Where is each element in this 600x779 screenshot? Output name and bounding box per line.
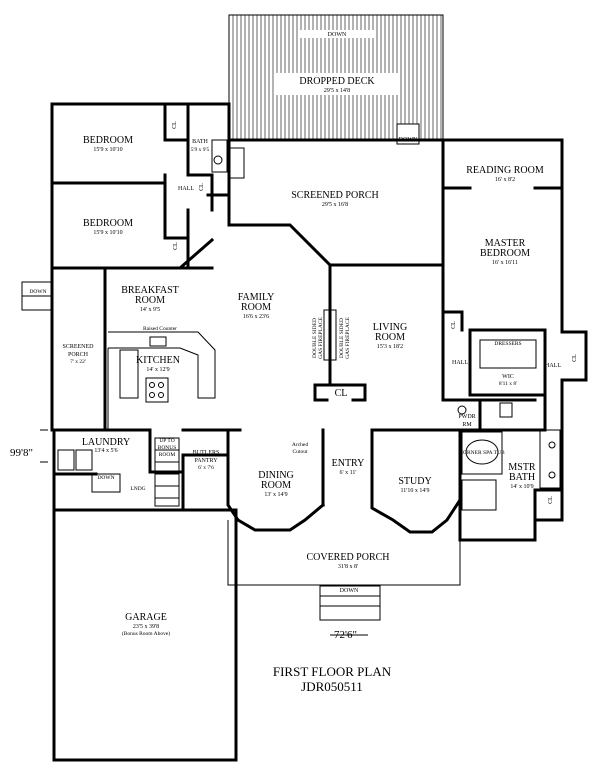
breakfast-room-dims: 14' x 9'5: [140, 307, 160, 313]
porch-down-label: DOWN: [340, 588, 359, 594]
laundry-down-label: DOWN: [97, 475, 114, 481]
raised-counter-label: Raised Counter: [143, 326, 177, 332]
arched-cutout1: Arched: [292, 442, 308, 448]
covered-porch-name: COVERED PORCH: [306, 552, 389, 563]
dropped-deck-dims: 29'5 x 14'8: [324, 88, 350, 94]
butlers-pantry-dims: 6' x 7'6: [198, 465, 214, 471]
up-to-bonus1: UP TO: [159, 438, 174, 444]
fireplace-label-1a: DOUBLE SIDED: [312, 318, 318, 358]
closet-label-5: CL: [451, 321, 457, 329]
closet-label-3: CL: [173, 242, 179, 250]
fireplace-labels: DOUBLE SIDED GAS FIREPLACE DOUBLE SIDED …: [312, 317, 351, 359]
butlers-pantry-name1: BUTLERS: [193, 450, 220, 456]
butlers-pantry-name2: PANTRY: [194, 458, 218, 464]
screened-porch-dims: 29'5 x 16'8: [322, 202, 348, 208]
dining-room-name2: ROOM: [261, 480, 291, 491]
mstr-bath-name1: MSTR: [508, 462, 536, 473]
kitchen-dims: 14' x 12'9: [146, 367, 169, 373]
family-room-name2: ROOM: [241, 302, 271, 313]
plan-annotations: 99'8" 72'6" FIRST FLOOR PLAN JDR050511: [10, 447, 392, 694]
fireplace-label-2b: GAS FIREPLACE: [345, 317, 351, 359]
pwdr-name2: RM: [462, 422, 472, 428]
wic-name: WIC: [502, 374, 514, 380]
master-bedroom-name1: MASTER: [485, 238, 526, 249]
mstr-bath-name2: BATH: [509, 472, 535, 483]
laundry-name: LAUNDRY: [82, 437, 130, 448]
dropped-deck-name: DROPPED DECK: [299, 76, 375, 87]
lndg-label: LNDG: [130, 486, 145, 492]
covered-porch-dims: 31'8 x 8': [338, 564, 358, 570]
bedroom2-dims: 15'9 x 10'10: [93, 230, 122, 236]
depth-label: 99'8": [10, 447, 33, 459]
side-porch-name2: PORCH: [68, 352, 89, 358]
master-bedroom-dims: 16' x 16'11: [492, 260, 518, 266]
side-porch-dims: 7' x 22': [70, 359, 86, 365]
family-room-name1: FAMILY: [238, 292, 275, 303]
dressers-label: DRESSERS: [494, 341, 521, 347]
living-room-dims: 15'3 x 18'2: [377, 344, 403, 350]
closet-label-7: CL: [548, 496, 554, 504]
reading-room-name: READING ROOM: [466, 165, 544, 176]
bedroom1-dims: 15'9 x 10'10: [93, 147, 122, 153]
entry-dims: 6' x 11': [340, 470, 357, 476]
deck-down-label: DOWN: [328, 32, 347, 38]
arched-cutout2: Cutout: [293, 449, 308, 455]
garage-note: (Bonus Room Above): [122, 630, 170, 637]
hall3-name: HALL: [545, 363, 561, 369]
dining-room-name1: DINING: [258, 470, 294, 481]
fixtures: [21, 139, 561, 760]
side-down-label: DOWN: [29, 289, 46, 295]
closet-label-4: CL: [335, 388, 348, 399]
screened-porch-name: SCREENED PORCH: [291, 190, 379, 201]
bedroom1-name: BEDROOM: [83, 135, 133, 146]
reading-room-dims: 16' x 8'2: [495, 177, 515, 183]
fireplace-label-2a: DOUBLE SIDED: [339, 318, 345, 358]
pwdr-name1: PWDR: [458, 414, 475, 420]
study-dims: 11'10 x 14'9: [401, 488, 430, 494]
up-to-bonus3: ROOM: [159, 452, 176, 458]
bath-dims: 5'9 x 9'5: [191, 147, 210, 153]
breakfast-room-name2: ROOM: [135, 295, 165, 306]
breakfast-room-name1: BREAKFAST: [121, 285, 179, 296]
closet-label-6: CL: [572, 354, 578, 362]
living-room-name1: LIVING: [373, 322, 407, 333]
living-room-name2: ROOM: [375, 332, 405, 343]
corner-spa-tub-label: CORNER SPA TUB: [459, 450, 505, 456]
fireplace-label-1b: GAS FIREPLACE: [318, 317, 324, 359]
closet-label-1: CL: [172, 121, 178, 129]
wic-dims: 8'11 x 8': [499, 381, 517, 387]
closet-labels: CL CL CL CL CL CL CL: [172, 121, 578, 504]
interior-walls: [103, 102, 564, 522]
study-name: STUDY: [398, 476, 431, 487]
exterior-walls: [50, 102, 588, 762]
bath-name: BATH: [192, 139, 208, 145]
family-room-dims: 16'6 x 23'6: [243, 314, 269, 320]
entry-name: ENTRY: [332, 458, 365, 469]
dropped-deck: DOWN DROPPED DECK 29'5 x 14'8 DOWN: [228, 14, 444, 145]
room-labels: BEDROOM 15'9 x 10'10 BEDROOM 15'9 x 10'1…: [29, 135, 561, 637]
plan-code: JDR050511: [301, 679, 363, 694]
garage-dims: 23'5 x 39'8: [133, 624, 159, 630]
master-bedroom-name2: BEDROOM: [480, 248, 530, 259]
hall2-name: HALL: [452, 360, 468, 366]
hall1-name: HALL: [178, 186, 194, 192]
garage-name: GARAGE: [125, 612, 167, 623]
dining-room-dims: 13' x 14'9: [264, 492, 287, 498]
laundry-dims: 13'4 x 5'6: [94, 448, 117, 454]
mstr-bath-dims: 14' x 10'9: [510, 484, 533, 490]
up-to-bonus2: BONUS: [158, 445, 177, 451]
closet-label-2: CL: [199, 183, 205, 191]
kitchen-name: KITCHEN: [136, 355, 180, 366]
plan-title: FIRST FLOOR PLAN: [273, 664, 392, 679]
side-porch-name1: SCREENED: [62, 344, 94, 350]
width-label: 72'6": [334, 629, 357, 641]
bedroom2-name: BEDROOM: [83, 218, 133, 229]
